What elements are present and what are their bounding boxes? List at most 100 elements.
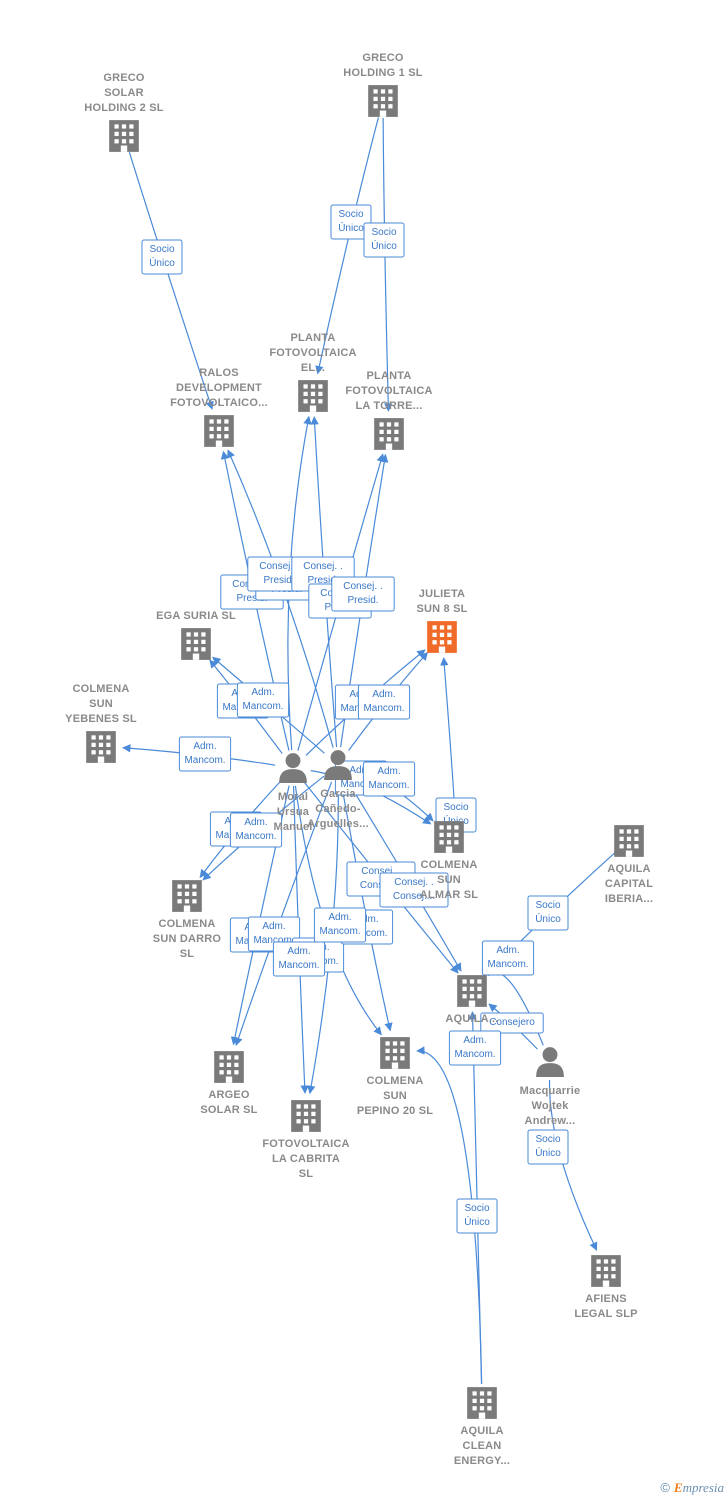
edge-label[interactable]: Adm.Mancom. (357, 684, 411, 720)
building-icon (86, 731, 116, 763)
edge-label-box (456, 1198, 498, 1234)
edge-label-box (363, 222, 405, 258)
node-label: YEBENES SL (65, 713, 137, 725)
node-label: FOTOVOLTAICA (269, 347, 356, 359)
node-label: GRECO (103, 72, 145, 84)
building-icon (467, 1387, 497, 1419)
node-label: FOTOVOLTAICA (262, 1138, 349, 1150)
node-aquila[interactable]: AQUILA... (445, 975, 498, 1025)
node-clean[interactable]: AQUILACLEANENERGY... (454, 1387, 510, 1467)
edge-label-text: Mancom. (368, 780, 409, 791)
node-ega[interactable]: EGA SURIA SL (156, 610, 236, 660)
edge-label-box (362, 761, 416, 797)
node-julieta[interactable]: JULIETA SUN 8 SL (416, 588, 467, 653)
node-label: SUN DARRO (153, 933, 222, 945)
node-label: COLMENA (366, 1075, 423, 1087)
node-ralos[interactable]: RALOSDEVELOPMENTFOTOVOLTAICO... (170, 367, 268, 447)
node-label: AQUILA... (445, 1013, 498, 1025)
edge-label[interactable]: Adm. Mancom. (362, 761, 416, 797)
edge-label-box (330, 204, 372, 240)
node-label: Moral (278, 791, 308, 803)
node-plantael[interactable]: PLANTA FOTOVOLTAICA EL... (269, 332, 356, 412)
brand-name: mpresia (682, 1480, 724, 1495)
edge-label[interactable]: Adm.Mancom. (272, 941, 326, 977)
edge-clean-to-aquila (468, 1011, 483, 1385)
node-label: SUN (437, 874, 461, 886)
node-label: Arguelles... (307, 818, 369, 830)
edge-label-text: Adm. (287, 946, 310, 957)
node-label: COLMENA (158, 918, 215, 930)
node-label: Andrew... (525, 1115, 576, 1127)
edge-label[interactable]: Adm.Mancom. (313, 907, 367, 943)
edge-label-box (313, 907, 367, 943)
node-label: PLANTA (291, 332, 336, 344)
edge-label-text: Mancom. (235, 831, 276, 842)
node-greco2[interactable]: GRECO SOLAR HOLDING 2 SL (84, 72, 164, 152)
edge-label-text: Socio (535, 900, 560, 911)
node-label: EGA SURIA SL (156, 610, 236, 622)
edge-label-text: Mancom. (363, 703, 404, 714)
edge-label[interactable]: Consej. .Consej.... (379, 872, 449, 908)
edge-label[interactable]: Consejero (480, 1012, 544, 1034)
edge-label[interactable]: Adm.Mancom. (236, 682, 290, 718)
edge-label-text: Adm. (251, 687, 274, 698)
edge-label[interactable]: Adm.Mancom. (229, 812, 283, 848)
edge-label-text: Único (535, 912, 561, 925)
edge-label-text: Adm. (496, 945, 519, 956)
edge-label[interactable]: Consej. .Presid. (331, 576, 395, 612)
building-icon (181, 628, 211, 660)
edge-label-text: Consejero (489, 1017, 535, 1028)
edge-label-text: Adm. (377, 766, 400, 777)
edge-label-text: Mancom. (346, 928, 387, 939)
edge-label-text: Socio (149, 244, 174, 255)
node-label: EL... (301, 362, 325, 374)
copyright-icon: © (660, 1480, 670, 1495)
edge-label-box (141, 239, 183, 275)
edge-label[interactable]: Adm.Mancom. (448, 1030, 502, 1066)
edge-label-text: Adm. (349, 765, 372, 776)
edge-label-box (379, 872, 449, 908)
building-icon (380, 1037, 410, 1069)
edge-label-text: Consej. . (259, 561, 298, 572)
node-label: Wojtek (531, 1100, 569, 1112)
node-label: IBERIA... (605, 893, 653, 905)
edge-label[interactable]: Adm.Mancom. (178, 736, 232, 772)
building-icon (374, 418, 404, 450)
node-aquilacap[interactable]: AQUILACAPITALIBERIA... (605, 825, 653, 905)
edge-label-text: Mancom. (340, 779, 381, 790)
node-label: CAPITAL (605, 878, 653, 890)
node-garcia[interactable]: GarciaCañedo-Arguelles... (307, 750, 369, 830)
node-label: HOLDING 2 SL (84, 102, 163, 114)
edge-label-text: Mancom. (454, 1049, 495, 1060)
edge-label-text: Consej. . (394, 877, 433, 888)
edge-label-text: Consej. . (361, 866, 400, 877)
node-label: JULIETA (419, 588, 465, 600)
edge-label[interactable]: Adm.Mancom. (481, 940, 535, 976)
edge-label-box (527, 895, 569, 931)
building-icon (214, 1051, 244, 1083)
node-label: Cañedo- (315, 803, 361, 815)
node-label: SUN 8 SL (416, 603, 467, 615)
node-label: SOLAR (104, 87, 144, 99)
node-label: DEVELOPMENT (176, 382, 262, 394)
node-macq[interactable]: MacquarrieWojtekAndrew... (520, 1047, 581, 1127)
person-icon (279, 753, 307, 783)
node-label: Macquarrie (520, 1085, 581, 1097)
